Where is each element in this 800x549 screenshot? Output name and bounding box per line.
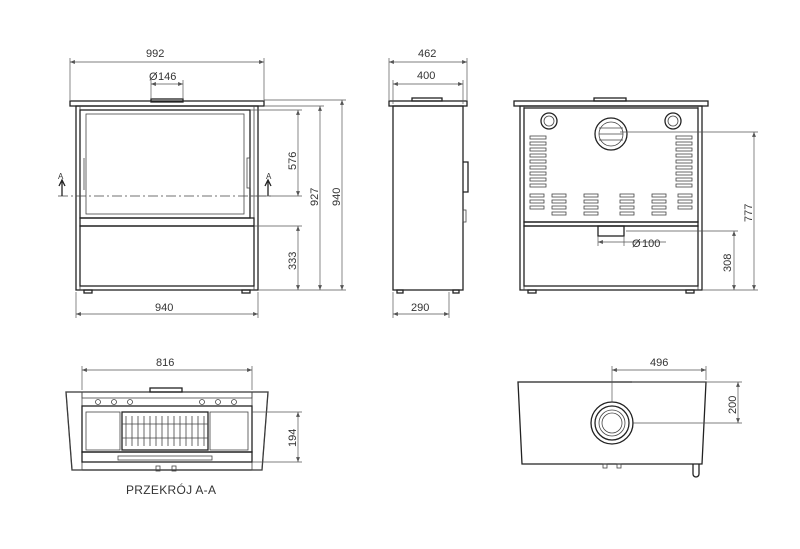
dim-side-depth-inner: 400 [417, 70, 435, 82]
rear-view: Ø 100 777 308 [513, 97, 758, 294]
dim-front-glass-height: 576 [287, 152, 299, 170]
dim-front-width-bottom: 940 [155, 302, 173, 314]
rear-body [519, 105, 703, 291]
side-view: 462 400 290 [388, 48, 469, 318]
dim-top-flue-depth: 200 [727, 396, 739, 414]
rear-outlet-left [540, 112, 558, 130]
side-top-plate [388, 100, 468, 107]
rear-upper-panel [523, 107, 699, 223]
section-mark-left: A [58, 172, 64, 181]
dim-rear-air-dia: 100 [642, 238, 660, 250]
dim-front-flue-dia: 146 [158, 71, 176, 83]
rear-flue-outlet [594, 117, 628, 151]
dim-front-width-top: 992 [146, 48, 164, 60]
front-ash-strip [79, 217, 255, 227]
front-door-handle [246, 157, 251, 189]
front-body [75, 105, 259, 291]
dim-front-height-940: 940 [331, 188, 343, 206]
rear-lower-panel [523, 225, 699, 287]
section-grate-bars [122, 416, 208, 446]
front-glass-door [79, 109, 251, 219]
rear-vents-left [529, 135, 547, 188]
front-lower-panel [79, 225, 255, 287]
side-body [392, 105, 464, 291]
dim-rear-height: 777 [743, 204, 755, 222]
section-firebox [81, 405, 253, 453]
front-glass-pane [85, 113, 245, 215]
rear-outlet-right [664, 112, 682, 130]
dim-top-flue-offset: 496 [650, 357, 668, 369]
section-caption: PRZEKRÓJ A-A [126, 483, 217, 497]
section-view: 816 194 [65, 357, 302, 472]
front-view: A A 992 Ø 146 576 333 927 940 [58, 48, 346, 318]
dim-section-width: 816 [156, 357, 174, 369]
dim-front-height-927: 927 [309, 188, 321, 206]
section-grate [121, 411, 209, 451]
dim-rear-air-dia-symbol: Ø [632, 238, 641, 250]
dim-side-depth-bottom: 290 [411, 302, 429, 314]
dim-front-lower-height: 333 [287, 252, 299, 270]
top-flue-outer [590, 401, 634, 445]
dim-section-depth: 194 [287, 429, 299, 447]
rear-air-inlet [597, 225, 625, 237]
rear-vents-right [675, 135, 693, 188]
side-handle [463, 161, 469, 193]
dim-side-depth-top: 462 [418, 48, 436, 60]
dim-rear-lower-height: 308 [722, 254, 734, 272]
rear-top-plate [513, 100, 709, 107]
front-flue-collar [150, 98, 184, 103]
top-view: 496 200 [517, 357, 742, 478]
rear-vents-bottom [529, 193, 693, 216]
rear-flue-collar [593, 97, 627, 102]
dim-front-flue-dia-symbol: Ø [149, 71, 158, 83]
section-mark-right: A [266, 172, 272, 181]
side-flue-collar [411, 97, 443, 102]
